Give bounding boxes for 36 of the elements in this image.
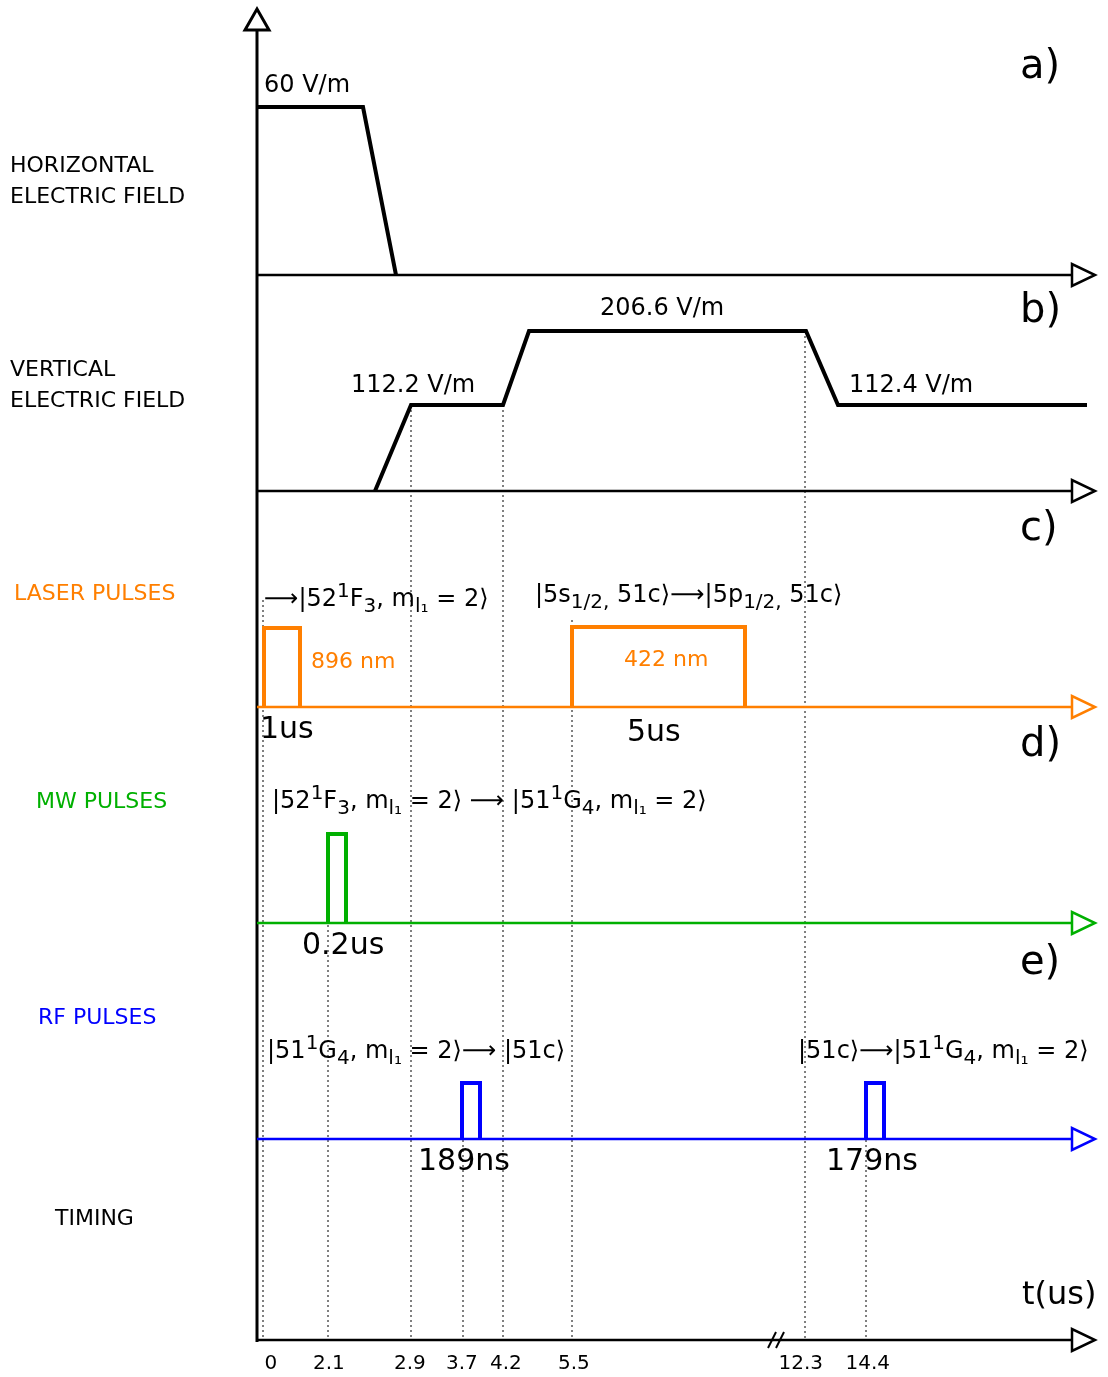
tick-label: 0 xyxy=(264,1350,278,1374)
row-label: RF PULSES xyxy=(38,1004,157,1031)
row-label: MW PULSES xyxy=(36,788,168,815)
tick-label: 2.1 xyxy=(313,1350,345,1374)
row-label: VERTICAL ELECTRIC FIELD xyxy=(10,355,187,414)
panel-letter: a) xyxy=(1020,40,1061,88)
value-label: 206.6 V/m xyxy=(600,293,725,322)
tick-label: 3.7 xyxy=(446,1350,478,1374)
value-label: 60 V/m xyxy=(264,70,351,99)
tick-label: 2.9 xyxy=(394,1350,426,1374)
panel-letter: c) xyxy=(1020,502,1058,550)
duration-label: 5us xyxy=(627,713,681,749)
state-label: |5s$_{1/2,}$ 51c⟩⟶|5p$_{1/2,}$ 51c⟩ xyxy=(535,580,843,613)
axis-label: t(us) xyxy=(1022,1274,1097,1313)
panel-letter: e) xyxy=(1020,936,1061,984)
duration-label: 179ns xyxy=(826,1142,918,1178)
duration-label: 1us xyxy=(260,710,314,746)
row-label: TIMING xyxy=(55,1205,134,1232)
tick-label: 14.4 xyxy=(845,1350,891,1374)
duration-label: 0.2us xyxy=(302,926,385,962)
wavelength-label: 896 nm xyxy=(311,648,396,675)
value-label: 112.4 V/m xyxy=(849,370,974,399)
row-label: LASER PULSES xyxy=(14,580,176,607)
row-label: HORIZONTAL ELECTRIC FIELD xyxy=(10,151,187,210)
state-label: |51c⟩⟶|51$^{1}$G$_{4}$, m$_{l₁}$ = 2⟩ xyxy=(798,1030,1089,1069)
state-label: |52$^{1}$F$_{3}$, m$_{l₁}$ = 2⟩ ⟶ |51$^{1}$G$_{4}$, m$_{l₁}$ = 2⟩ xyxy=(272,780,707,819)
value-label: 112.2 V/m xyxy=(351,370,476,399)
panel-letter: b) xyxy=(1020,284,1061,332)
state-label: ⟶|52$^{1}$F$_{3}$, m$_{l₁}$ = 2⟩ xyxy=(264,578,489,617)
tick-label: 4.2 xyxy=(490,1350,522,1374)
state-label: |51$^{1}$G$_{4}$, m$_{l₁}$ = 2⟩⟶ |51c⟩ xyxy=(267,1030,566,1069)
wavelength-label: 422 nm xyxy=(624,646,709,673)
duration-label: 189ns xyxy=(418,1142,510,1178)
panel-letter: d) xyxy=(1020,718,1061,766)
tick-label: 5.5 xyxy=(558,1350,590,1374)
tick-label: 12.3 xyxy=(778,1350,824,1374)
